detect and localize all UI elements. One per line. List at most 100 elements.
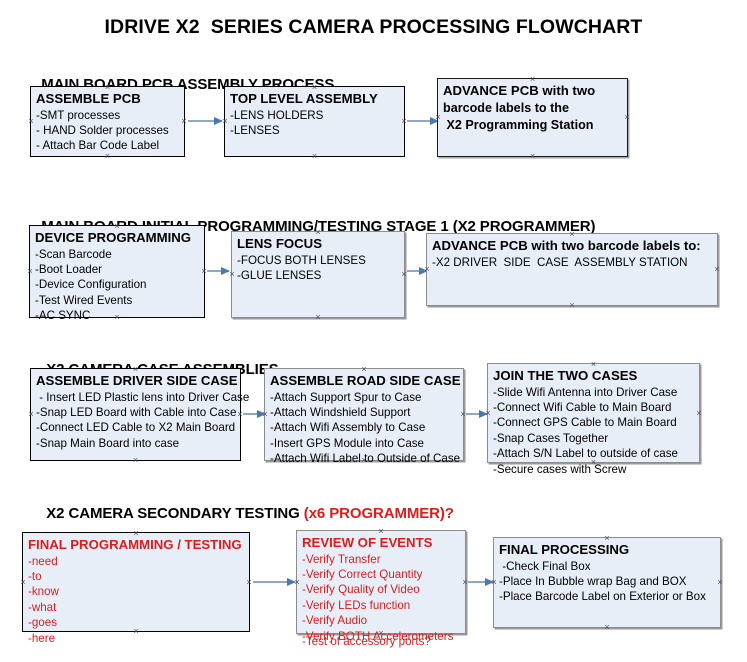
node-line: -what — [28, 600, 57, 614]
node-line: X2 Programming Station — [443, 117, 594, 132]
connection-point-right[interactable] — [624, 114, 631, 121]
connection-point-left[interactable] — [20, 579, 27, 586]
connector-device-programming-to-lens-focus — [207, 266, 230, 275]
node-title: TOP LEVEL ASSEMBLY — [230, 91, 378, 106]
node-line: -Attach Wifi Assembly to Case — [270, 421, 426, 435]
node-line: - Attach Bar Code Label — [36, 139, 160, 153]
node-line: -Verify BOTH Accelerometers — [302, 629, 454, 643]
node-line: -GLUE LENSES — [237, 268, 322, 282]
node-line: -know — [28, 585, 59, 599]
node-line: -X2 DRIVER SIDE CASE ASSEMBLY STATION — [432, 255, 688, 269]
node-line: - Insert LED Plastic lens into Driver Ca… — [36, 390, 250, 404]
node-line: -Check Final Box — [499, 559, 591, 573]
node-line: -Verify Correct Quantity — [302, 567, 423, 581]
connection-point-right[interactable] — [714, 266, 721, 273]
node-line: -Connect LED Cable to X2 Main Board — [36, 421, 236, 435]
node-overflow-line: -Test of accessory ports? — [302, 634, 431, 648]
node-line: -Secure cases with Screw — [493, 462, 627, 476]
node-line: -AC SYNC — [35, 309, 91, 323]
node-line: -need — [28, 554, 58, 568]
node-line: -Attach Support Spur to Case — [270, 390, 422, 404]
node-line: - HAND Solder processes — [36, 123, 169, 137]
node-line: -Snap Cases Together — [493, 431, 609, 445]
node-line: -Attach Wifi Label to Outside of Case — [270, 452, 461, 466]
connection-point-right[interactable] — [401, 271, 408, 278]
node-assemble-driver-side-case[interactable]: ASSEMBLE DRIVER SIDE CASE - Insert LED P… — [28, 368, 250, 464]
connection-point-top[interactable] — [529, 76, 536, 83]
section-heading-red-text: (x6 PROGRAMMER)? — [303, 505, 454, 522]
node-line: -to — [28, 569, 42, 583]
node-line: -goes — [28, 616, 58, 630]
node-line: -Connect Wifi Cable to Main Board — [493, 400, 672, 414]
node-title: REVIEW OF EVENTS — [302, 535, 433, 550]
connector-top-level-to-advance-pcb — [407, 116, 439, 125]
node-title: DEVICE PROGRAMMING — [35, 230, 192, 245]
connection-point-right[interactable] — [246, 579, 253, 586]
connection-point-right[interactable] — [696, 410, 703, 417]
connection-point-right[interactable] — [717, 579, 724, 586]
connector-road-case-to-join-cases — [466, 409, 488, 418]
node-line: -Insert GPS Module into Case — [270, 436, 425, 450]
connection-point-left[interactable] — [28, 118, 35, 125]
node-title: ASSEMBLE DRIVER SIDE CASE — [36, 373, 238, 388]
connector-review-events-to-final-processing — [468, 577, 494, 586]
node-assemble-road-side-case[interactable]: ASSEMBLE ROAD SIDE CASE -Attach Support … — [264, 366, 464, 465]
node-line: -FOCUS BOTH LENSES — [237, 253, 366, 267]
node-title: ASSEMBLE PCB — [36, 91, 141, 106]
node-final-programming-testing[interactable]: FINAL PROGRAMMING / TESTING -need -to -k… — [20, 532, 253, 645]
connection-point-bottom[interactable] — [132, 457, 139, 464]
node-line: -LENSES — [230, 123, 280, 137]
node-line: -Test Wired Events — [35, 293, 133, 307]
connection-point-right[interactable] — [181, 118, 188, 125]
connection-point-top[interactable] — [361, 366, 368, 373]
connector-final-programming-to-review-events — [253, 577, 296, 586]
node-line: -Snap LED Board with Cable into Case — [36, 405, 237, 419]
node-line: barcode labels to the — [443, 100, 569, 115]
node-title: ADVANCE PCB with two barcode labels to: — [432, 238, 701, 253]
node-line: -Place Barcode Label on Exterior or Box — [499, 590, 706, 604]
node-line: -SMT processes — [36, 108, 121, 122]
node-line: -Verify Transfer — [302, 552, 381, 566]
section-heading-secondary-testing: X2 CAMERA SECONDARY TESTING (x6 PROGRAMM… — [30, 488, 454, 539]
node-title: FINAL PROGRAMMING / TESTING — [28, 537, 242, 552]
node-line: -here — [28, 631, 56, 645]
connection-point-left[interactable] — [28, 411, 35, 418]
node-lens-focus[interactable]: LENS FOCUS -FOCUS BOTH LENSES -GLUE LENS… — [231, 231, 405, 318]
connection-point-bottom[interactable] — [569, 302, 576, 309]
node-line: -LENS HOLDERS — [230, 108, 324, 122]
node-advance-pcb-programming-station[interactable]: ADVANCE PCB with two barcode labels to t… — [437, 78, 628, 157]
node-line: -Boot Loader — [35, 262, 103, 276]
node-final-processing[interactable]: FINAL PROCESSING -Check Final Box -Place… — [493, 537, 721, 628]
node-assemble-pcb[interactable]: ASSEMBLE PCB -SMT processes - HAND Solde… — [30, 86, 185, 157]
node-line: -Attach Windshield Support — [270, 405, 411, 419]
node-join-the-two-cases[interactable]: JOIN THE TWO CASES -Slide Wifi Antenna i… — [487, 361, 703, 476]
node-line: -Attach S/N Label to outside of case — [493, 447, 678, 461]
page-title: IDRIVE X2 SERIES CAMERA PROCESSING FLOWC… — [104, 16, 643, 38]
connection-point-top[interactable] — [604, 535, 611, 542]
connector-lens-focus-to-advance-pcb — [407, 266, 428, 275]
connector-assemble-pcb-to-top-level — [188, 116, 223, 125]
node-line: -Place In Bubble wrap Bag and BOX — [499, 574, 687, 588]
connection-point-bottom[interactable] — [529, 153, 536, 160]
node-review-of-events[interactable]: REVIEW OF EVENTS -Verify Transfer -Verif… — [296, 530, 466, 648]
node-title: JOIN THE TWO CASES — [493, 368, 638, 383]
node-line: -Verify LEDs function — [302, 598, 411, 612]
node-device-programming[interactable]: DEVICE PROGRAMMING -Scan Barcode -Boot L… — [27, 225, 205, 322]
connection-point-bottom[interactable] — [604, 624, 611, 631]
node-advance-pcb-driver-side-station[interactable]: ADVANCE PCB with two barcode labels to: … — [426, 233, 718, 306]
node-title: FINAL PROCESSING — [499, 542, 630, 557]
connection-point-top[interactable] — [590, 361, 597, 368]
node-line: -Verify Quality of Video — [302, 583, 420, 597]
node-title: ADVANCE PCB with two — [443, 83, 596, 98]
section-heading-text: X2 CAMERA SECONDARY TESTING — [46, 505, 304, 522]
connection-point-left[interactable] — [27, 268, 34, 275]
connection-point-bottom[interactable] — [315, 314, 322, 321]
node-line: -Scan Barcode — [35, 247, 112, 261]
node-line: -Snap Main Board into case — [36, 436, 180, 450]
node-title: ASSEMBLE ROAD SIDE CASE — [270, 373, 461, 388]
node-line: -Slide Wifi Antenna into Driver Case — [493, 385, 678, 399]
node-top-level-assembly[interactable]: TOP LEVEL ASSEMBLY -LENS HOLDERS -LENSES — [224, 86, 405, 157]
connection-point-bottom[interactable] — [311, 153, 318, 160]
node-line: -Device Configuration — [35, 278, 147, 292]
